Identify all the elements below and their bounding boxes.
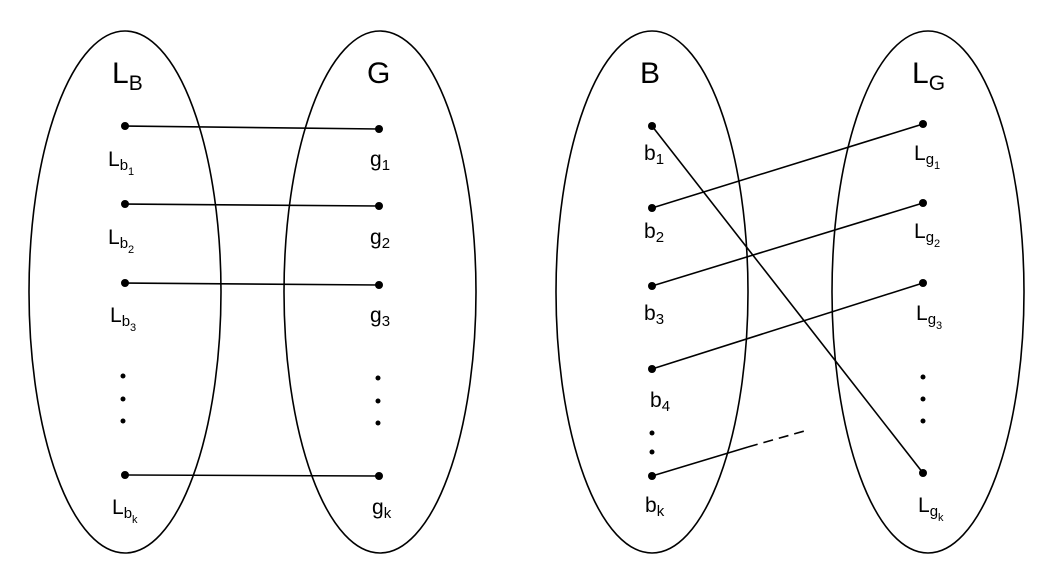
label-lgk: Lgk [918,494,944,524]
point-gk [375,472,383,480]
label-lb1: Lb1 [108,148,134,178]
point-lb3 [121,279,129,287]
point-lb1 [121,122,129,130]
edge-b1-lgk [651,125,924,474]
point-b2 [648,204,656,212]
set-g-ellipse [283,30,477,554]
point-g3 [375,281,383,289]
ellipsis-dot [920,418,926,424]
set-lb-ellipse [28,30,222,554]
label-lg2: Lg2 [914,220,940,250]
label-b2: b2 [644,220,664,246]
ellipsis-dot [120,373,126,379]
point-bk [648,472,656,480]
label-lbk: Lbk [112,496,138,526]
label-b1: b1 [644,142,664,168]
set-b-ellipse [555,30,749,554]
ellipsis-dot [120,418,126,424]
label-g3: g3 [370,304,390,330]
point-lg3 [919,279,927,287]
point-lg1 [919,120,927,128]
edge-lbk-gk [124,474,380,477]
ellipsis-dot [375,420,381,426]
edge-lb2-g2 [124,203,380,207]
ellipsis-dot [920,374,926,380]
ellipsis-dot [120,396,126,402]
ellipsis-dot [920,396,926,402]
edge-b4-lg3 [651,282,924,370]
label-gk: gk [372,496,392,522]
set-lg-ellipse [831,30,1025,554]
point-b4 [648,365,656,373]
edge-bk-dashed [747,429,809,448]
point-b3 [648,282,656,290]
set-lb-title: LB [112,57,143,95]
point-lb2 [121,200,129,208]
set-b-title: B [640,57,660,90]
edge-b2-lg1 [651,123,924,209]
point-lbk [121,471,129,479]
label-g2: g2 [370,226,390,252]
edge-lb3-g3 [124,282,380,286]
ellipsis-dot [649,430,655,436]
point-lgk [919,469,927,477]
point-lg2 [919,199,927,207]
point-g2 [375,202,383,210]
label-g1: g1 [370,148,390,174]
edge-b3-lg2 [651,202,924,287]
set-g-title: G [367,57,390,90]
label-lg3: Lg3 [916,302,942,332]
label-b3: b3 [644,302,664,328]
edge-bk-partial [651,446,749,477]
set-lg-title: LG [912,57,945,95]
label-lg1: Lg1 [914,142,940,172]
label-b4: b4 [650,389,670,415]
ellipsis-dot [649,449,655,455]
edge-lb1-g1 [124,125,380,130]
label-bk: bk [645,494,665,520]
point-g1 [375,125,383,133]
ellipsis-dot [375,375,381,381]
point-b1 [648,122,656,130]
ellipsis-dot [375,398,381,404]
label-lb2: Lb2 [108,226,134,256]
label-lb3: Lb3 [110,304,136,334]
